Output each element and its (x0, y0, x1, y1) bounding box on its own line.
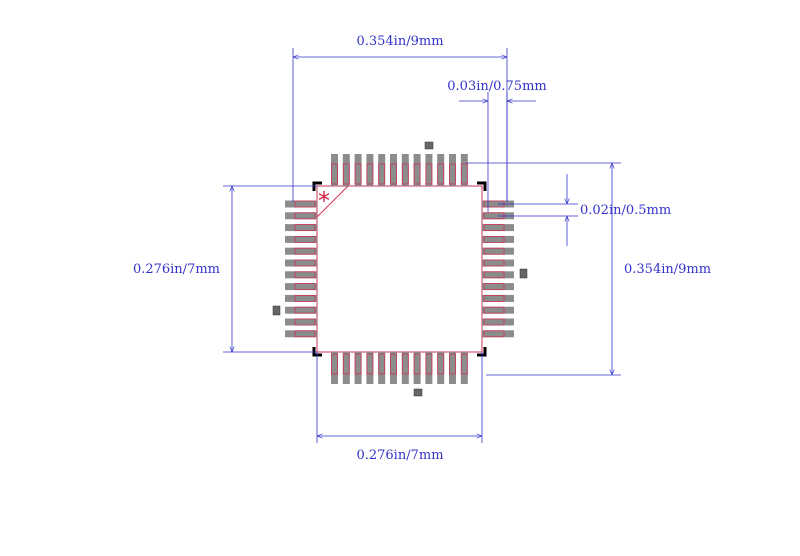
pad-right (482, 318, 514, 326)
pads-bottom (331, 352, 468, 384)
pad-bottom (449, 352, 456, 384)
pad-top (449, 154, 456, 186)
dimension-top-width (292, 48, 508, 202)
corner-marks (312, 181, 487, 357)
dimension-bottom-width (316, 352, 483, 443)
pad-top (437, 154, 445, 186)
pad-bottom (378, 352, 386, 384)
pad-left (285, 283, 317, 291)
pad-left (285, 330, 317, 338)
pad-bottom (425, 352, 433, 384)
dimension-label-pitch: 0.02in/0.5mm (580, 203, 671, 218)
pad-left (285, 294, 317, 302)
pad-right (482, 294, 514, 302)
pad-bottom (437, 352, 445, 384)
pad-bottom (366, 352, 374, 384)
pad-right (482, 247, 514, 255)
pad-top (378, 154, 386, 186)
pad-left (285, 212, 317, 220)
pad-bottom (390, 352, 397, 384)
pad-right (482, 224, 514, 232)
pad-bottom (354, 352, 362, 384)
pin1-marker: * (318, 187, 330, 215)
pad-left (285, 306, 317, 314)
pad-top (354, 154, 362, 186)
dimension-label-pad-width: 0.03in/0.75mm (447, 79, 546, 94)
pad-top (342, 154, 350, 186)
pad-bottom (401, 352, 409, 384)
pad-bottom (460, 352, 468, 384)
dimension-pitch (498, 174, 578, 246)
pad-right (482, 283, 514, 291)
dimension-label-right-height: 0.354in/9mm (624, 262, 711, 277)
package-body-outline (316, 185, 483, 353)
dimension-label-left-height: 0.276in/7mm (133, 262, 220, 277)
pad-right (482, 330, 514, 338)
fiducial-right (519, 268, 528, 279)
pad-bottom (342, 352, 350, 384)
pad-top (460, 154, 468, 186)
pad-left (285, 259, 317, 267)
pad-left (285, 200, 317, 208)
fiducial-bottom (413, 388, 423, 397)
pad-top (366, 154, 374, 186)
pad-right (482, 271, 514, 279)
pad-top (390, 154, 397, 186)
pad-right (482, 235, 514, 243)
pad-top (425, 154, 433, 186)
pad-left (285, 318, 317, 326)
pads-top (331, 154, 468, 186)
dimension-pad-width (459, 92, 536, 212)
pad-left (285, 224, 317, 232)
pad-top (413, 154, 421, 186)
pads-left (285, 200, 317, 338)
pad-left (285, 235, 317, 243)
pad-bottom (331, 352, 338, 384)
dimension-right-height (466, 162, 621, 376)
pad-top (331, 154, 338, 186)
pad-bottom (413, 352, 421, 384)
fiducial-top (424, 141, 434, 150)
dimension-label-bottom-width: 0.276in/7mm (356, 448, 443, 463)
pin1-chamfer-line (316, 185, 349, 218)
pad-left (285, 247, 317, 255)
fiducial-left (272, 305, 281, 316)
pads-right (482, 200, 514, 338)
pad-right (482, 259, 514, 267)
dimension-left-height (223, 185, 317, 353)
pad-right (482, 306, 514, 314)
pad-top (401, 154, 409, 186)
dimension-label-top-width: 0.354in/9mm (356, 34, 443, 49)
pad-left (285, 271, 317, 279)
